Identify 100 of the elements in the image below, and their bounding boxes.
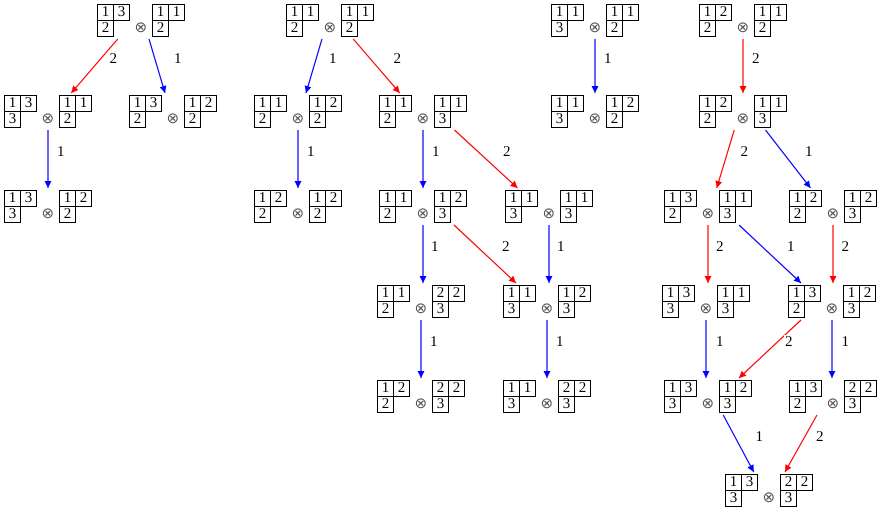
- arrow: [44, 130, 52, 188]
- tableau-cell: 2: [309, 206, 326, 223]
- tableau-cell: 3: [560, 206, 577, 223]
- tableau-cell: 3: [719, 206, 736, 223]
- tableau-cell: 3: [20, 95, 37, 112]
- tableau-cell: 2: [97, 20, 114, 37]
- arrow: [738, 224, 802, 284]
- tableau-cell: 2: [152, 20, 169, 37]
- tableau-cell: 3: [678, 285, 695, 302]
- tableau-cell: 2: [325, 190, 342, 207]
- tableau-cell: 1: [735, 190, 752, 207]
- tensor-symbol: ⊗: [698, 301, 714, 318]
- tableau-cell: 1: [567, 4, 584, 21]
- tableau-cell: 2: [75, 190, 92, 207]
- tensor-symbol: ⊗: [416, 111, 430, 128]
- tableau-cell: 2: [715, 95, 732, 112]
- tensor-symbol: ⊗: [134, 20, 148, 37]
- tableau-cell: 2: [860, 190, 877, 207]
- tableau-cell: 1: [395, 190, 412, 207]
- tableau-cell: 2: [59, 111, 76, 128]
- tensor-symbol: ⊗: [826, 396, 840, 413]
- tensor-symbol: ⊗: [40, 206, 56, 223]
- tableau-cell: 3: [432, 396, 449, 413]
- tableau-cell: 2: [379, 206, 396, 223]
- tableau-cell: 3: [503, 396, 520, 413]
- tableau-cell: 2: [735, 380, 752, 397]
- tableau-cell: 2: [622, 95, 639, 112]
- arrow: [830, 225, 836, 283]
- tableau-cell: 1: [622, 4, 639, 21]
- tableau-cell: 3: [505, 206, 522, 223]
- tableau-cell: 3: [844, 206, 861, 223]
- tableau-cell: 2: [254, 111, 271, 128]
- tableau-cell: 3: [717, 301, 734, 318]
- tableau-cell: 2: [859, 285, 876, 302]
- tableau-cell: 1: [450, 95, 467, 112]
- tableau-cell: 2: [754, 20, 771, 37]
- arrow: [454, 224, 516, 284]
- tensor-symbol: ⊗: [40, 111, 56, 128]
- tableau-cell: 1: [521, 190, 538, 207]
- tableau-cell: 2: [789, 206, 806, 223]
- tableau-cell: 2: [393, 380, 410, 397]
- tableau-cell: 1: [357, 4, 374, 21]
- tableau-cell: 1: [393, 285, 410, 302]
- tableau-cell: 3: [805, 380, 822, 397]
- tensor-symbol: ⊗: [290, 111, 306, 128]
- tableau-cell: 3: [558, 301, 575, 318]
- tableau-cell: 2: [184, 111, 201, 128]
- tableau-cell: 3: [680, 190, 697, 207]
- tableau-cell: 3: [664, 396, 681, 413]
- tableau-cell: 2: [606, 111, 623, 128]
- tableau-cell: 2: [699, 20, 716, 37]
- arrow: [544, 320, 550, 378]
- tableau-cell: 3: [662, 301, 679, 318]
- tableau-cell: 2: [860, 380, 877, 397]
- tableau-cell: 2: [448, 285, 465, 302]
- tableau-cell: 2: [789, 396, 806, 413]
- tensor-symbol: ⊗: [588, 111, 602, 128]
- tableau-cell: 3: [741, 474, 758, 491]
- tableau-cell: 1: [770, 4, 787, 21]
- tableau-cell: 2: [270, 190, 287, 207]
- tableau-cell: 1: [270, 95, 287, 112]
- arrow: [738, 320, 802, 378]
- tensor-symbol: ⊗: [416, 206, 430, 223]
- tableau-cell: 1: [519, 380, 536, 397]
- tensor-symbol: ⊗: [542, 206, 556, 223]
- arrow: [722, 414, 754, 472]
- tensor-symbol: ⊗: [826, 206, 840, 223]
- tableau-cell: 2: [788, 301, 805, 318]
- tableau-cell: 2: [450, 190, 467, 207]
- tableau-cell: 2: [574, 380, 591, 397]
- tableau-cell: 3: [4, 111, 21, 128]
- tableau-cell: 2: [200, 95, 217, 112]
- tableau-cell: 1: [302, 4, 319, 21]
- tableau-cell: 3: [434, 206, 451, 223]
- tensor-symbol: ⊗: [762, 490, 776, 507]
- tensor-symbol: ⊗: [290, 206, 306, 223]
- arrow: [740, 39, 746, 93]
- tableau-cell: 2: [664, 206, 681, 223]
- tableau-cell: 3: [804, 285, 821, 302]
- tensor-symbol: ⊗: [166, 111, 180, 128]
- tableau-cell: 2: [574, 285, 591, 302]
- tableau-cell: 3: [4, 206, 21, 223]
- arrow: [784, 414, 818, 472]
- arrow: [304, 38, 323, 94]
- tableau-cell: 1: [75, 95, 92, 112]
- tableau-cell: 2: [59, 206, 76, 223]
- tensor-symbol: ⊗: [540, 301, 554, 318]
- tableau-cell: 3: [843, 301, 860, 318]
- arrow: [352, 38, 400, 94]
- tableau-cell: 3: [719, 396, 736, 413]
- tensor-symbol: ⊗: [588, 20, 602, 37]
- tableau-cell: 1: [395, 95, 412, 112]
- tableau-cell: 3: [434, 111, 451, 128]
- arrow: [592, 39, 598, 93]
- tableau-cell: 3: [503, 301, 520, 318]
- tableau-cell: 3: [754, 111, 771, 128]
- tableau-cell: 1: [168, 4, 185, 21]
- tableau-cell: 3: [725, 490, 742, 507]
- arrow: [702, 320, 710, 378]
- tensor-symbol: ⊗: [414, 301, 428, 318]
